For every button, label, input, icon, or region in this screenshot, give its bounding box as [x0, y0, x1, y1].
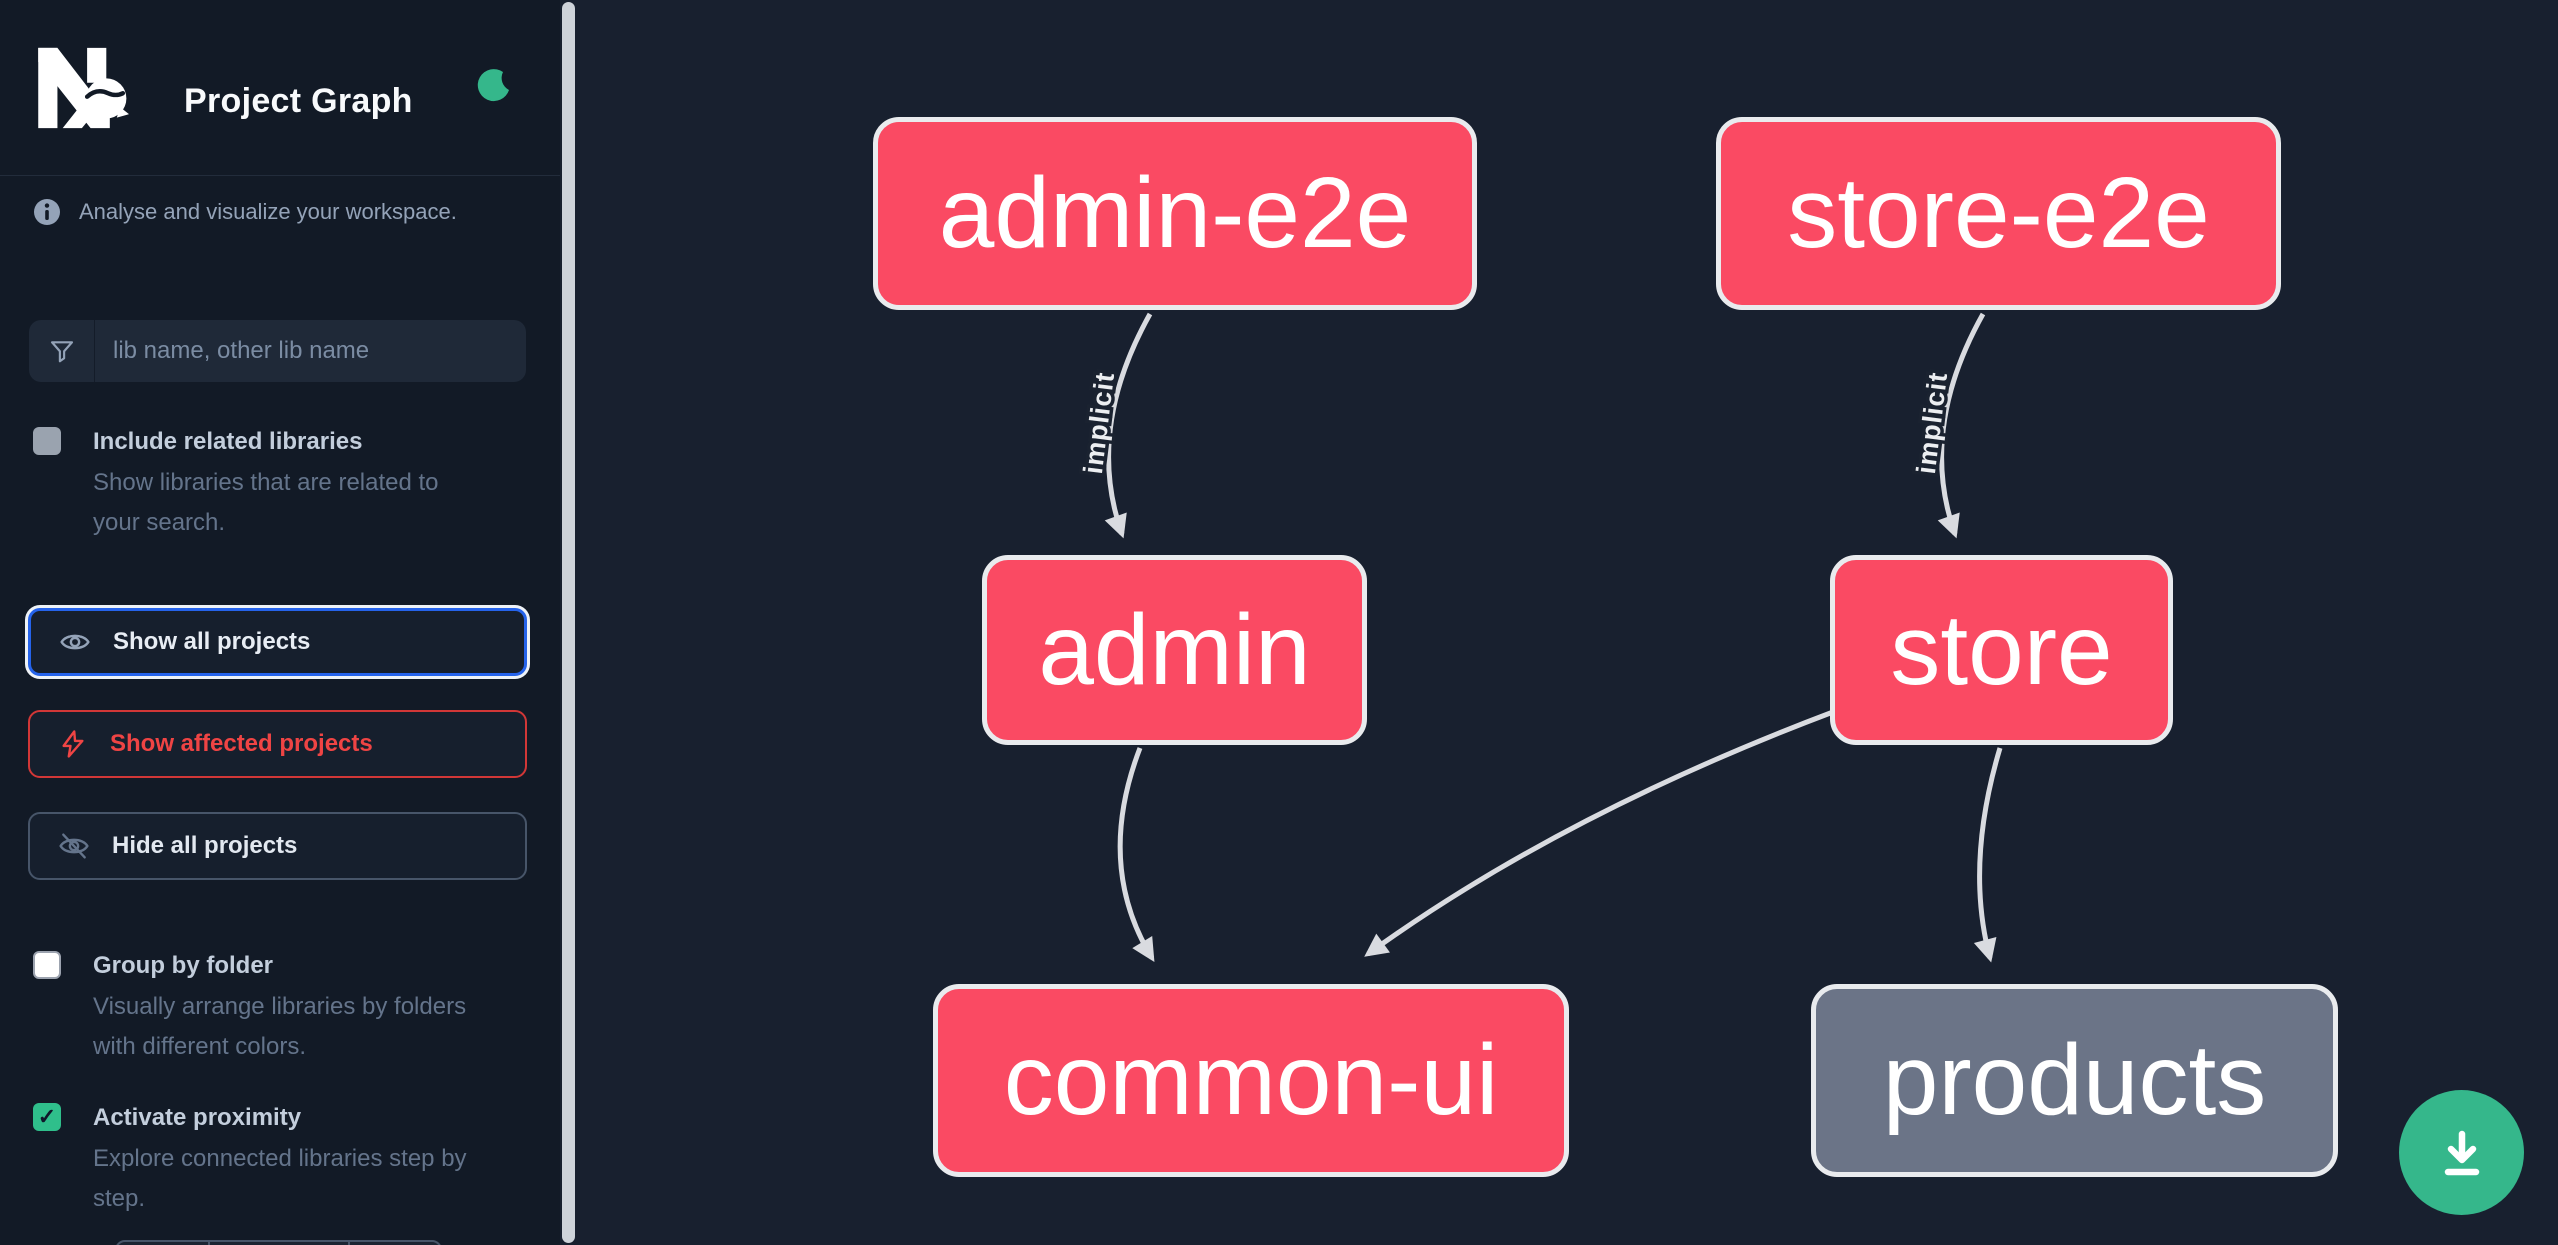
download-icon	[2431, 1122, 2493, 1184]
button-label: Show all projects	[113, 628, 311, 655]
sidebar-header: Project Graph	[0, 0, 560, 176]
option-label: Activate proximity	[93, 1104, 302, 1131]
project-node-common-ui[interactable]: common-ui	[933, 984, 1569, 1177]
hide-all-projects-button[interactable]: Hide all projects	[28, 812, 527, 880]
edge-admin-e2e-admin	[1104, 312, 1153, 539]
checkbox-activate-proximity[interactable]: ✓	[33, 1103, 61, 1131]
option-label: Include related libraries	[93, 428, 363, 455]
checkbox-include-related-libraries[interactable]	[33, 427, 61, 455]
option-description: Visually arrange libraries by folders wi…	[93, 993, 467, 1060]
node-label: store	[1890, 593, 2113, 706]
edge-store-products	[1973, 747, 2003, 963]
button-label: Hide all projects	[112, 832, 298, 859]
checkbox-group-by-folder[interactable]	[33, 951, 61, 979]
node-label: admin	[1038, 593, 1311, 706]
edge-admin-common-ui	[1117, 747, 1155, 962]
project-node-products[interactable]: products	[1811, 984, 2338, 1177]
node-label: common-ui	[1003, 1024, 1499, 1136]
node-label: products	[1882, 1024, 2267, 1136]
filter-funnel-icon	[29, 320, 95, 382]
edge-label-implicit: implicit	[1911, 370, 1953, 475]
nx-logo-icon	[33, 44, 129, 132]
proximity-depth-control-partial[interactable]	[115, 1240, 442, 1245]
show-all-projects-button[interactable]: Show all projects	[28, 608, 527, 676]
workspace-tagline: Analyse and visualize your workspace.	[79, 199, 457, 224]
project-node-store-e2e[interactable]: store-e2e	[1716, 117, 2281, 310]
dark-mode-toggle[interactable]	[470, 64, 516, 110]
option-description: Show libraries that are related to your …	[93, 469, 439, 536]
lightning-bolt-icon	[58, 729, 88, 759]
project-node-admin-e2e[interactable]: admin-e2e	[873, 117, 1477, 310]
sidebar: Project Graph Analyse and visualize your…	[0, 0, 560, 1245]
proximity-decrement-segment[interactable]	[117, 1242, 210, 1245]
show-affected-projects-button[interactable]: Show affected projects	[28, 710, 527, 778]
node-label: store-e2e	[1787, 157, 2210, 269]
workspace-tagline-row: Analyse and visualize your workspace.	[33, 198, 457, 226]
eye-icon	[59, 626, 91, 658]
edge-store-common-ui	[1364, 709, 1834, 957]
button-label: Show affected projects	[110, 730, 373, 757]
edge-label-implicit: implicit	[1078, 370, 1120, 475]
option-label: Group by folder	[93, 952, 273, 979]
download-graph-button[interactable]	[2399, 1090, 2524, 1215]
option-group-by-folder: Group by folder Visually arrange librari…	[33, 949, 491, 1067]
sidebar-scrollbar[interactable]	[562, 2, 575, 1243]
proximity-value-segment	[210, 1242, 350, 1245]
moon-icon	[473, 66, 513, 106]
node-label: admin-e2e	[938, 157, 1412, 269]
info-icon	[33, 198, 61, 226]
option-description: Explore connected libraries step by step…	[93, 1145, 467, 1212]
project-node-admin[interactable]: admin	[982, 555, 1367, 745]
project-filter-search	[29, 320, 526, 382]
option-include-related-libraries: Include related libraries Show libraries…	[33, 425, 491, 543]
search-input[interactable]	[95, 320, 526, 382]
edge-store-e2e-store	[1937, 312, 1986, 539]
eye-off-icon	[58, 830, 90, 862]
page-title: Project Graph	[184, 82, 413, 120]
option-activate-proximity: ✓ Activate proximity Explore connected l…	[33, 1101, 491, 1219]
project-node-store[interactable]: store	[1830, 555, 2173, 745]
